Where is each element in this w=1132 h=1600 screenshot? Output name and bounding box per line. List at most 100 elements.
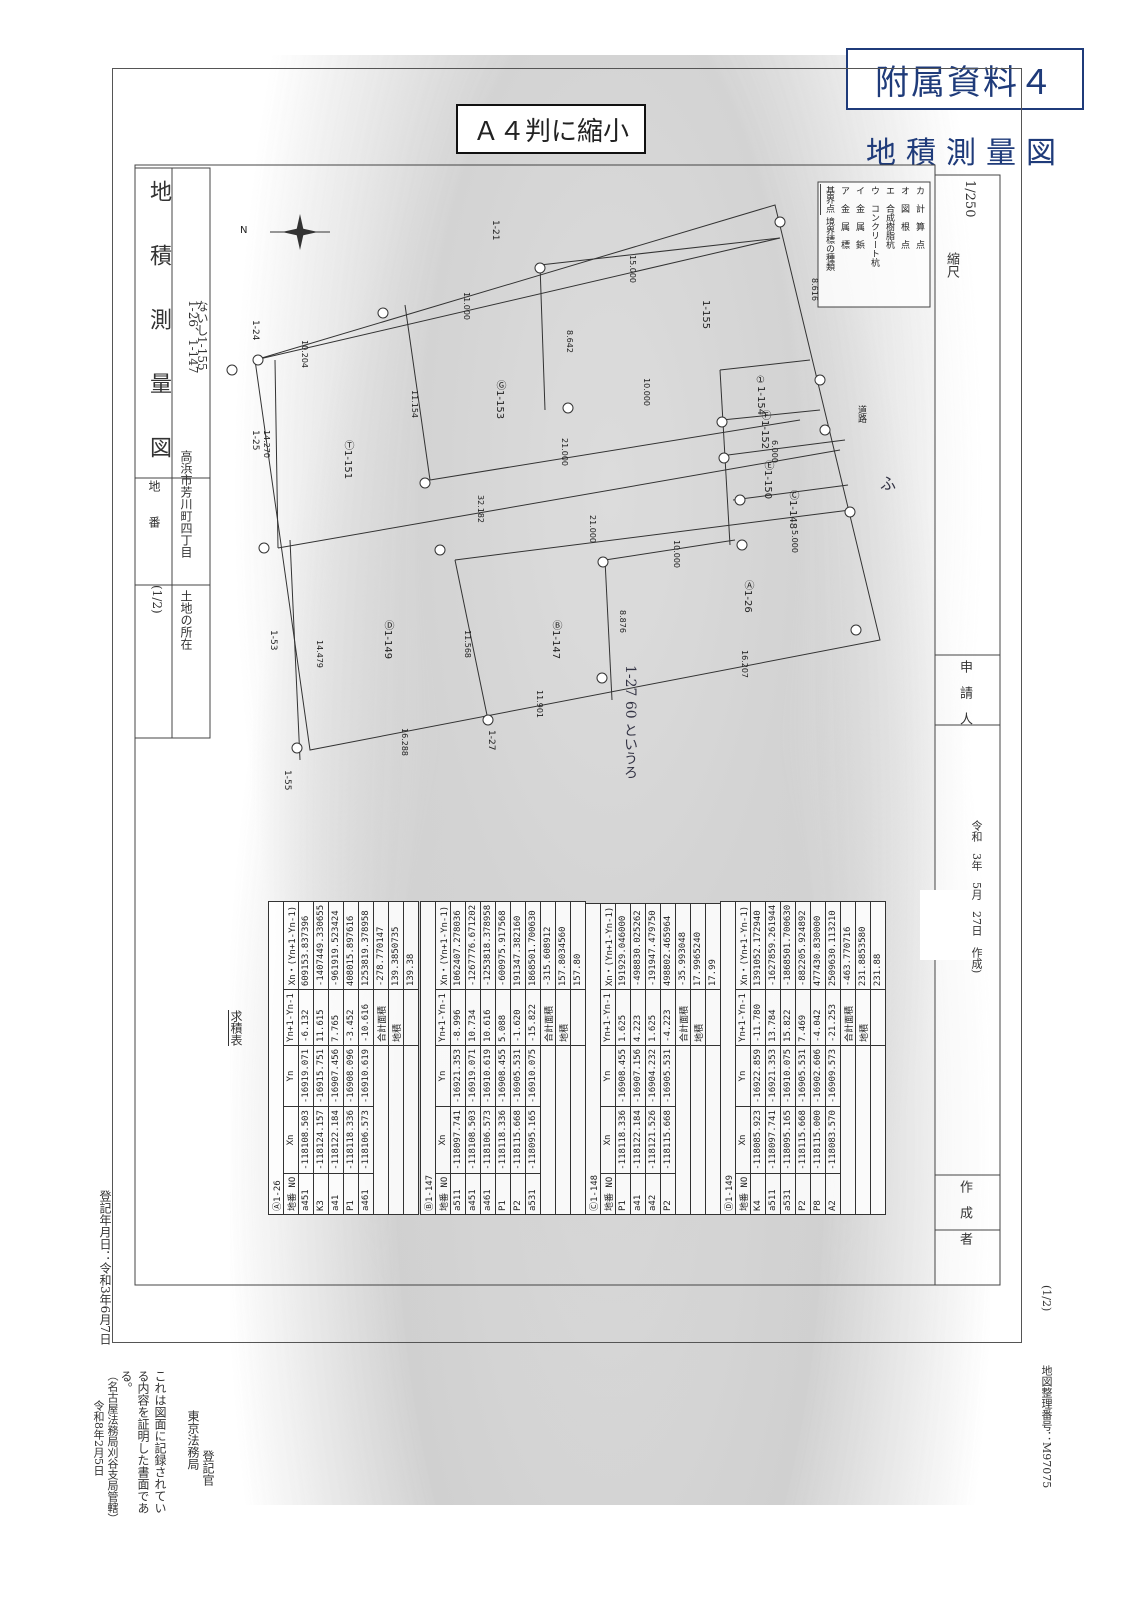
total-label: 合計面積 [675, 989, 691, 1046]
total-value: -463.770716 [840, 901, 856, 990]
legend-border [817, 181, 931, 308]
table-cell: -16910.619 [480, 1045, 496, 1107]
table-cell: -6.132 [298, 989, 314, 1046]
table-cell: -191947.479750 [645, 903, 661, 990]
table-header-cell: Yn [283, 1045, 299, 1107]
table-cell: 191347.382160 [510, 901, 526, 990]
table-header-cell: 地番 NO [283, 1173, 299, 1215]
table-cell: -16907.156 [630, 1045, 646, 1107]
table-cell: 1868501.700630 [525, 901, 541, 990]
table-cell: -118085.923 [750, 1106, 766, 1174]
distance-label: 10.000 [642, 378, 651, 406]
chiban-label: 地 番 [147, 480, 161, 528]
table-cell: a41 [328, 1173, 344, 1215]
table-cell: -118115.668 [660, 1106, 676, 1174]
table-cell: 5.088 [495, 989, 511, 1046]
table-total-row: 17.99 [705, 903, 721, 1215]
table-cell: -16921.353 [450, 1045, 466, 1107]
lot-label: Ⓒ1-148 [787, 490, 798, 530]
parcel-cell: Ⓓ1-149 [720, 901, 736, 1215]
legend: 基界点 境界標の種類 [820, 184, 930, 306]
lot-label: Ⓖ1-153 [494, 380, 505, 420]
table-header-cell: 地番 NO [735, 1173, 751, 1215]
table-cell: 1253819.378958 [358, 901, 374, 990]
legend-rows: ア 金 属 標 イ 金 属 鋲 ウ コンクリート杭 エ 合成樹脂杭 オ 図 根 … [838, 186, 926, 267]
table-cell: P1 [495, 1173, 511, 1215]
table-cell: A2 [825, 1173, 841, 1215]
distance-label: 10.000 [672, 540, 681, 568]
creator-label: 作 成 者 [957, 1180, 972, 1245]
redaction-box [920, 890, 990, 960]
table-cell: 1.625 [615, 989, 631, 1046]
table-cell: 498802.465964 [660, 903, 676, 990]
reduce-note: Ａ４判に縮小 [456, 104, 646, 154]
table-cell [373, 1045, 389, 1215]
table-header-cell: Xn・(Yn+1-Yn-1) [735, 901, 751, 990]
table-cell [705, 1045, 721, 1215]
adjacent-lot-label: 1-25 [250, 430, 260, 451]
distance-label: 16.288 [400, 728, 409, 756]
lot-label: 1-155 [700, 300, 711, 330]
lot-label: Ⓔ1-150 [762, 460, 773, 500]
adjacent-lot-label: 1-53 [268, 630, 278, 651]
table-header-cell: 地番 NO [600, 1173, 616, 1215]
table-cell: -118124.157 [313, 1106, 329, 1174]
table-header-cell: Xn・(Yn+1-Yn-1) [283, 901, 299, 990]
distance-label: 10.204 [300, 340, 309, 368]
table-cell [840, 1045, 856, 1215]
distance-label: 21.000 [588, 515, 597, 543]
map-number: 地図整理番号：M97075 [1040, 1365, 1053, 1489]
total-value: 17.9965240 [690, 903, 706, 990]
location-label: 土地の所在 [179, 590, 193, 650]
lot-label: Ⓣ1-151 [342, 440, 353, 480]
legend-row: エ 合成樹脂杭 [884, 186, 894, 249]
survey-sheet-frame [112, 68, 1022, 1343]
table-cell: 13.784 [765, 989, 781, 1046]
applicant-label: 申 請 人 [957, 660, 972, 725]
table-cell: -1253818.378958 [480, 901, 496, 990]
table-cell: -16905.531 [795, 1045, 811, 1107]
north-label: N [240, 225, 248, 236]
table-cell: -118108.503 [465, 1106, 481, 1174]
table-cell: a511 [765, 1173, 781, 1215]
table-cell: -961919.523424 [328, 901, 344, 990]
table-row: Ⓑ1-147 [420, 901, 436, 1215]
table-cell: -16902.606 [810, 1045, 826, 1107]
table-header-cell: Xn・(Yn+1-Yn-1) [600, 903, 616, 990]
table-row: Ⓒ1-148 [585, 903, 601, 1215]
registration-date: 登記年月日：令和3年6月7日 [98, 1190, 112, 1345]
table-header-cell: Yn+1-Yn-1 [600, 989, 616, 1046]
total-value: 17.99 [705, 903, 721, 990]
table-cell [855, 1045, 871, 1215]
table-header-cell: Xn [735, 1106, 751, 1174]
table-cell: -16910.075 [780, 1045, 796, 1107]
adjacent-lot-label: 1-21 [490, 220, 500, 241]
table-cell: -16904.232 [645, 1045, 661, 1107]
certification-jurisdiction: （名古屋法務局刈谷支局管轄） [106, 1370, 119, 1524]
calc-title: 求積表 [229, 1010, 243, 1046]
table-total-row: 合計面積-35.993048 [675, 903, 691, 1215]
creation-date: 令和 3年 5月 27日 作成) [970, 820, 983, 974]
scale-label: 縮尺 [944, 252, 959, 278]
table-cell: 7.765 [328, 989, 344, 1046]
table-cell: -16910.075 [525, 1045, 541, 1107]
table-cell: -16922.859 [750, 1045, 766, 1107]
table-cell: -16907.456 [328, 1045, 344, 1107]
road-label: 道路 [856, 405, 866, 423]
table-cell: -10.616 [358, 989, 374, 1046]
table-cell: P2 [795, 1173, 811, 1215]
distance-label: 15.000 [628, 255, 637, 283]
table-cell: -118115.000 [810, 1106, 826, 1174]
distance-label: 11.901 [535, 690, 544, 718]
